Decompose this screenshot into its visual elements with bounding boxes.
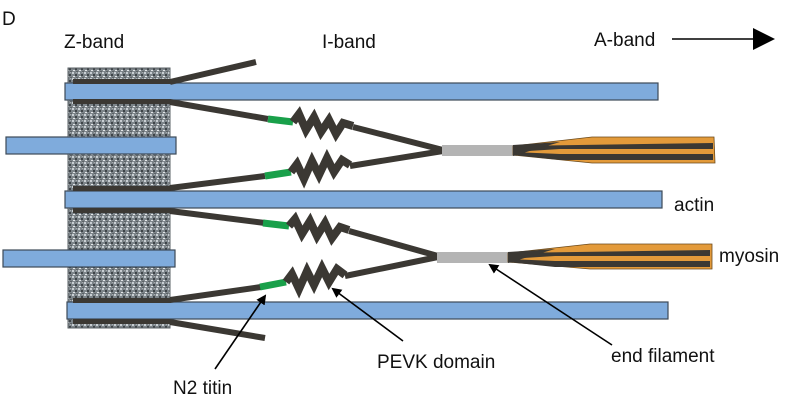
end-filament-label: end filament bbox=[611, 346, 715, 367]
actin-filament bbox=[66, 301, 669, 320]
end-filament bbox=[442, 145, 517, 156]
titin-stubs bbox=[169, 59, 266, 341]
pevk-spring bbox=[289, 106, 355, 143]
titin-molecule-upper-b bbox=[169, 148, 444, 191]
n2-segment bbox=[262, 219, 290, 230]
pevk-spring bbox=[285, 211, 351, 246]
actin-filaments bbox=[2, 82, 669, 320]
n2-segment bbox=[259, 278, 287, 291]
n2-titin-arrow bbox=[214, 294, 267, 370]
pevk-spring bbox=[287, 148, 353, 189]
myosin-filament bbox=[507, 243, 713, 270]
pevk-domain-arrow bbox=[331, 287, 404, 342]
end-filament-arrow bbox=[488, 263, 613, 346]
titin-molecule-upper-a bbox=[169, 99, 444, 153]
n2-segment bbox=[267, 115, 294, 126]
actin-filament bbox=[2, 249, 176, 268]
a-band-arrow bbox=[672, 28, 775, 50]
end-filament bbox=[437, 252, 513, 263]
pevk-domain-label: PEVK domain bbox=[377, 352, 495, 373]
n2-segment bbox=[264, 168, 292, 180]
actin-filament bbox=[5, 136, 177, 155]
titin-z-anchors bbox=[73, 79, 171, 324]
panel-label: D bbox=[2, 9, 16, 30]
titin-molecule-lower-b bbox=[169, 254, 439, 303]
titin-molecule-lower-a bbox=[169, 208, 439, 259]
myosin-label: myosin bbox=[719, 246, 779, 267]
actin-filament bbox=[64, 190, 663, 209]
a-band-label: A-band bbox=[594, 30, 655, 51]
n2-titin-label: N2 titin bbox=[173, 378, 232, 399]
i-band-label: I-band bbox=[322, 32, 376, 53]
myosin-filament bbox=[512, 136, 716, 164]
actin-label: actin bbox=[674, 195, 714, 216]
pevk-spring bbox=[282, 258, 348, 299]
actin-filament bbox=[64, 82, 659, 101]
z-band-label: Z-band bbox=[64, 32, 124, 53]
